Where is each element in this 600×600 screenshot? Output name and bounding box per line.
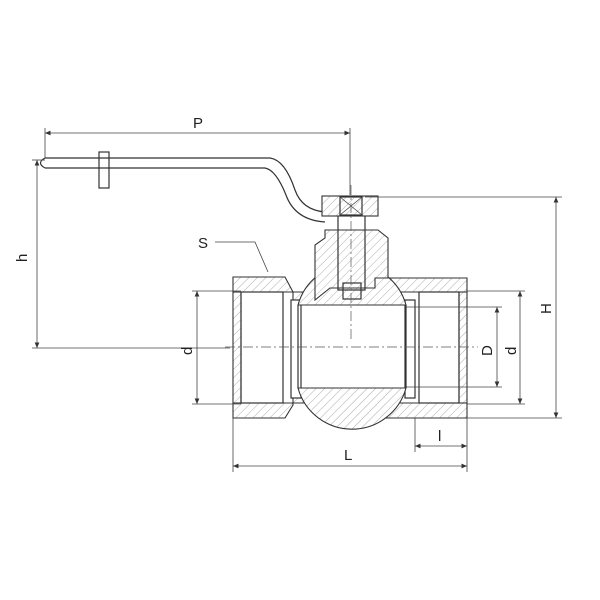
label-l: l xyxy=(438,428,441,445)
dimension-P: P xyxy=(44,115,351,195)
label-H: H xyxy=(538,303,555,314)
label-D: D xyxy=(479,345,496,356)
dimension-h: h xyxy=(14,159,230,349)
dimension-d-left: d xyxy=(179,290,241,405)
dimension-d-right: d xyxy=(467,290,525,405)
dimension-D: D xyxy=(406,306,502,388)
valve-body xyxy=(232,195,468,430)
dimension-l: l xyxy=(414,418,468,472)
label-P: P xyxy=(193,115,203,132)
label-d-right: d xyxy=(503,347,520,355)
label-S: S xyxy=(198,235,208,252)
dimension-S: S xyxy=(198,235,269,273)
dimension-H: H xyxy=(365,196,562,419)
label-h: h xyxy=(14,254,31,262)
dimension-L: L xyxy=(232,418,467,472)
label-d-left: d xyxy=(179,347,196,355)
label-L: L xyxy=(344,447,352,464)
handle-lever xyxy=(39,151,326,223)
